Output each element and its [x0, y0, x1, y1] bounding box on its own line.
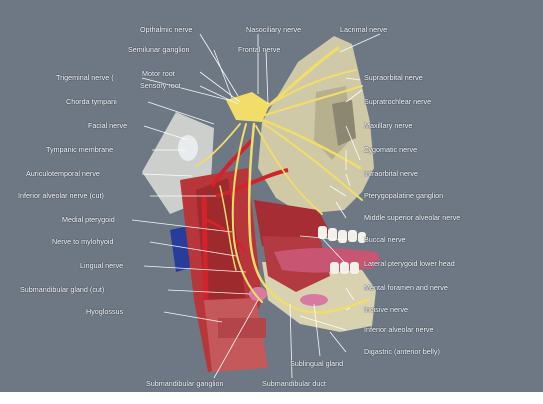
label-lingual-nerve: Lingual nerve: [80, 262, 123, 270]
label-submandibular-gland-cut: Submandibular gland (cut): [20, 286, 104, 294]
label-mental-foramen-and-nerve: Mental foramen and nerve: [364, 284, 448, 292]
label-nasociliary-nerve: Nasociliary nerve: [246, 26, 301, 34]
bottom-strip: [0, 392, 543, 404]
label-auriculotemporal-nerve: Auriculotemporal nerve: [26, 170, 100, 178]
label-nerve-to-mylohyoid: Nerve to mylohyoid: [52, 238, 114, 246]
label-submandibular-duct: Submandibular duct: [262, 380, 326, 388]
label-medial-pterygoid: Medial pterygoid: [62, 216, 115, 224]
label-maxillary-nerve: Maxillary nerve: [364, 122, 412, 130]
label-trigeminal-nerve: Trigeminal nerve (: [56, 74, 114, 82]
label-digastric-anterior-belly: Digastric (anterior belly): [364, 348, 440, 356]
label-supratrochlear-nerve: Supratrochlear nerve: [364, 98, 431, 106]
label-infraorbital-nerve: Infraorbital nerve: [364, 170, 418, 178]
label-inferior-alveolar-nerve-cut: Inferior alveolar nerve (cut): [18, 192, 104, 200]
label-lateral-pterygoid-lower-head: Lateral pterygoid lower head: [364, 260, 455, 268]
lower-teeth: [330, 262, 359, 274]
label-hyoglossus: Hyoglossus: [86, 308, 123, 316]
tympanic-membrane-shape: [178, 135, 198, 161]
label-submandibular-ganglion: Submandibular ganglion: [146, 380, 224, 388]
label-inferior-alveolar-nerve: Inferior alveolar nerve: [364, 326, 434, 334]
label-supraorbital-nerve: Supraorbital nerve: [364, 74, 423, 82]
label-lacrimal-nerve: Lacrimal nerve: [340, 26, 387, 34]
label-frontal-nerve: Frontal nerve: [238, 46, 280, 54]
label-opthalmic-nerve: Opthalmic nerve: [140, 26, 192, 34]
label-pterygopalatine-ganglion: Pterygopalatine ganglion: [364, 192, 443, 200]
label-motor-root: Motor root: [142, 70, 175, 78]
label-chorda-tympani: Chorda tympani: [66, 98, 117, 106]
external-carotid: [204, 196, 206, 300]
label-middle-superior-alveolar-nerve: Middle superior alveolar nerve: [364, 214, 460, 222]
label-incisive-nerve: Incisive nerve: [364, 306, 408, 314]
label-sublingual-gland: Sublingual gland: [290, 360, 343, 368]
label-zygomatic-nerve: Zygomatic nerve: [364, 146, 417, 154]
label-sensory-root: Sensory root: [140, 82, 181, 90]
label-semilunar-ganglion: Semilunar ganglion: [128, 46, 190, 54]
label-buccal-nerve: Buccal nerve: [364, 236, 406, 244]
label-tympanic-membrane: Tympanic membrane: [46, 146, 113, 154]
label-facial-nerve: Facial nerve: [88, 122, 127, 130]
